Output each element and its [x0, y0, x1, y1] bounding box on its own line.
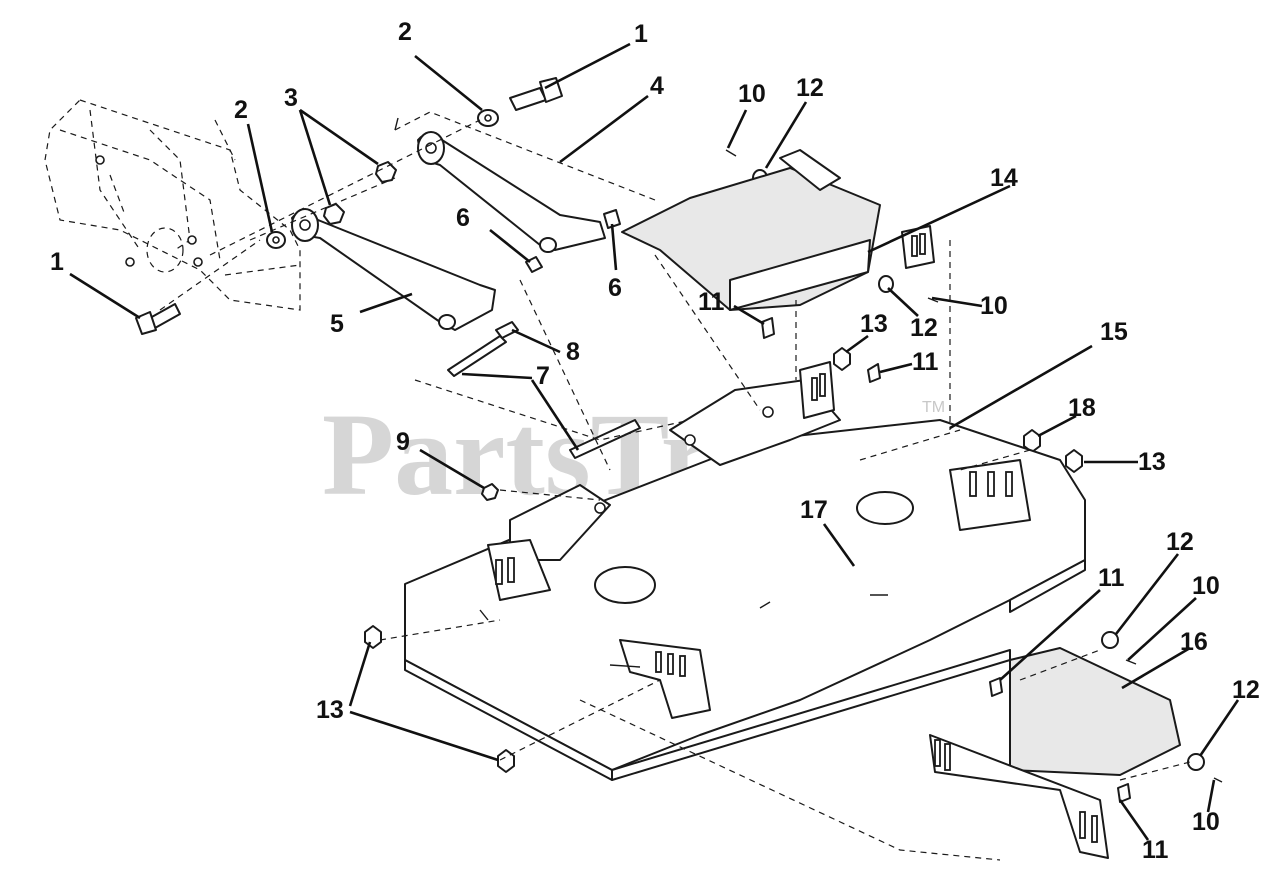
callout-15: 15: [1100, 318, 1128, 346]
callout-2: 2: [234, 96, 248, 124]
callout-18: 18: [1068, 394, 1096, 422]
callout-1: 1: [50, 248, 64, 276]
callout-11: 11: [912, 348, 939, 376]
assembly-lines: [159, 119, 1191, 861]
callout-10: 10: [1192, 572, 1220, 600]
upper-lift-arm: [394, 111, 656, 253]
callout-11: 11: [698, 288, 725, 316]
callout-12: 12: [910, 314, 938, 342]
tractor-frame: [44, 99, 301, 311]
mower-deck: [404, 361, 1086, 781]
callout-10: 10: [738, 80, 766, 108]
watermark-trademark: TM: [922, 399, 945, 416]
side-deflector: [929, 647, 1181, 859]
callout-5: 5: [330, 310, 344, 338]
lower-lift-arm: [291, 208, 496, 331]
callout-3: 3: [284, 84, 298, 112]
callout-1: 1: [634, 20, 648, 48]
callout-13: 13: [1138, 448, 1166, 476]
callout-4: 4: [650, 72, 664, 100]
callout-labels: 1 2 2 3 4 1 5 6 6 7 8 9 10 12 14 10 12 1…: [50, 18, 1260, 864]
lift-rods: [414, 335, 691, 459]
callout-11: 11: [1098, 564, 1125, 592]
callout-6: 6: [456, 204, 470, 232]
callout-14: 14: [990, 164, 1018, 192]
callout-11: 11: [1142, 836, 1169, 864]
callout-8: 8: [566, 338, 580, 366]
callout-13: 13: [860, 310, 888, 338]
callout-17: 17: [800, 496, 828, 524]
leader-lines: [69, 42, 1240, 841]
callout-12: 12: [1166, 528, 1194, 556]
callout-16: 16: [1180, 628, 1208, 656]
callout-10: 10: [980, 292, 1008, 320]
callout-13: 13: [316, 696, 344, 724]
callout-6: 6: [608, 274, 622, 302]
callout-12: 12: [1232, 676, 1260, 704]
callout-12: 12: [796, 74, 824, 102]
callout-10: 10: [1192, 808, 1220, 836]
callout-2: 2: [398, 18, 412, 46]
callout-9: 9: [396, 428, 410, 456]
front-baffle: [621, 149, 935, 311]
callout-7: 7: [536, 362, 550, 390]
